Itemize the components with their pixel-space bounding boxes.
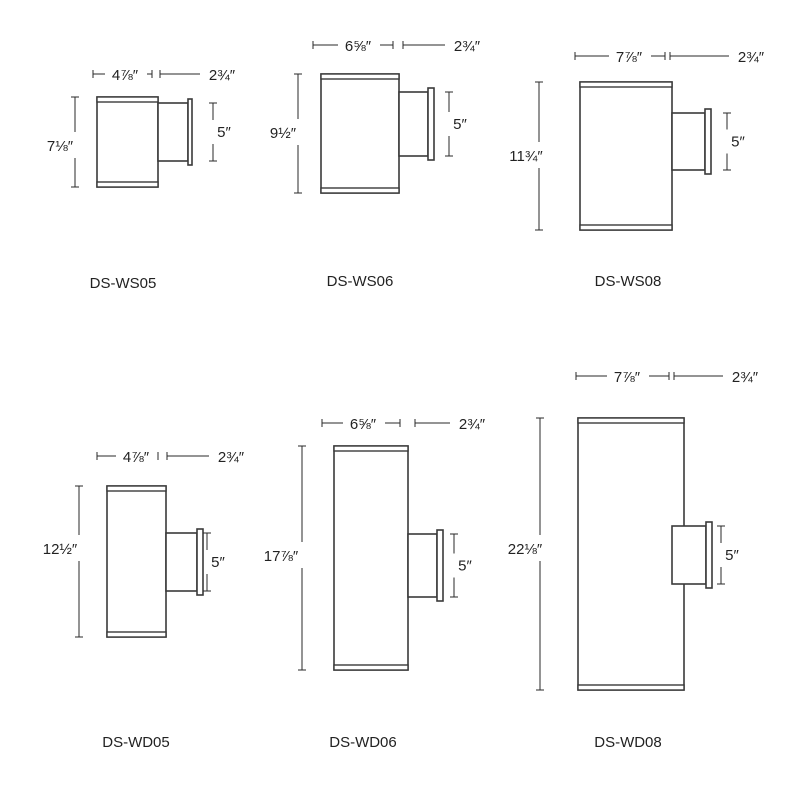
depth-label: 2¾″ bbox=[218, 449, 245, 466]
fixture-ds-wd05: 4⅞″ 2¾″ 12½″ 5″ DS-WD05 bbox=[43, 449, 245, 751]
model-label: DS-WD05 bbox=[102, 734, 170, 751]
fixture-body bbox=[96, 96, 159, 188]
mount-label: 5″ bbox=[217, 124, 231, 141]
height-label: 7⅛″ bbox=[47, 138, 74, 155]
fixture-top-band bbox=[96, 96, 159, 103]
fixture-ds-ws06: 6⅝″ 2¾″ 9½″ 5″ DS-WS06 bbox=[270, 38, 481, 290]
width-label: 6⅝″ bbox=[350, 416, 377, 433]
fixture-top-band bbox=[320, 73, 400, 80]
wall-plate bbox=[705, 521, 713, 589]
width-label: 4⅞″ bbox=[123, 449, 150, 466]
fixture-body bbox=[577, 417, 685, 691]
wall-mount-cap bbox=[398, 91, 429, 157]
mount-label: 5″ bbox=[731, 134, 745, 151]
wall-plate bbox=[187, 98, 193, 166]
model-label: DS-WS05 bbox=[90, 275, 157, 292]
depth-label: 2¾″ bbox=[454, 38, 481, 55]
mount-label: 5″ bbox=[453, 116, 467, 133]
depth-label: 2¾″ bbox=[738, 49, 765, 66]
mount-label: 5″ bbox=[458, 558, 472, 575]
wall-mount-cap bbox=[407, 533, 438, 598]
height-label: 12½″ bbox=[43, 541, 78, 558]
fixture-bottom-band bbox=[96, 181, 159, 188]
model-label: DS-WD06 bbox=[329, 734, 397, 751]
wall-mount-cap bbox=[165, 532, 198, 592]
depth-label: 2¾″ bbox=[209, 67, 236, 84]
height-label: 9½″ bbox=[270, 125, 297, 142]
fixture-bottom-band bbox=[106, 631, 167, 638]
fixture-bottom-band bbox=[577, 684, 685, 691]
fixture-body bbox=[320, 73, 400, 194]
fixture-top-band bbox=[333, 445, 409, 452]
wall-plate bbox=[436, 529, 444, 602]
height-label: 17⅞″ bbox=[264, 548, 299, 565]
depth-label: 2¾″ bbox=[459, 416, 486, 433]
wall-plate bbox=[427, 87, 435, 161]
mount-label: 5″ bbox=[725, 547, 739, 564]
depth-label: 2¾″ bbox=[732, 369, 759, 386]
fixture-ds-wd08: 7⅞″ 2¾″ 22⅛″ 5″ DS-WD08 bbox=[508, 369, 759, 751]
wall-mount-cap bbox=[671, 112, 706, 171]
fixture-body bbox=[106, 485, 167, 638]
fixture-top-band bbox=[577, 417, 685, 424]
fixture-ds-ws05: 4⅞″ 2¾″ 7⅛″ 5″ DS-WS05 bbox=[47, 67, 236, 292]
width-label: 6⅝″ bbox=[345, 38, 372, 55]
fixture-top-band bbox=[106, 485, 167, 492]
fixture-top-band bbox=[579, 81, 673, 88]
model-label: DS-WD08 bbox=[594, 734, 662, 751]
mount-label: 5″ bbox=[211, 554, 225, 571]
model-label: DS-WS08 bbox=[595, 273, 662, 290]
width-label: 7⅞″ bbox=[616, 49, 643, 66]
fixture-body bbox=[579, 81, 673, 231]
fixture-ds-wd06: 6⅝″ 2¾″ 17⅞″ 5″ DS-WD06 bbox=[264, 416, 486, 751]
height-label: 11¾″ bbox=[509, 148, 543, 165]
wall-mount-cap bbox=[671, 525, 707, 585]
wall-plate bbox=[704, 108, 712, 175]
model-label: DS-WS06 bbox=[327, 273, 394, 290]
fixture-bottom-band bbox=[333, 664, 409, 671]
fixture-bottom-band bbox=[320, 187, 400, 194]
fixture-bottom-band bbox=[579, 224, 673, 231]
wall-plate bbox=[196, 528, 204, 596]
height-label: 22⅛″ bbox=[508, 541, 543, 558]
fixture-ds-ws08: 7⅞″ 2¾″ 11¾″ 5″ DS-WS08 bbox=[509, 49, 764, 290]
width-label: 4⅞″ bbox=[112, 67, 139, 84]
width-label: 7⅞″ bbox=[614, 369, 641, 386]
wall-mount-cap bbox=[157, 102, 189, 162]
fixture-body bbox=[333, 445, 409, 671]
